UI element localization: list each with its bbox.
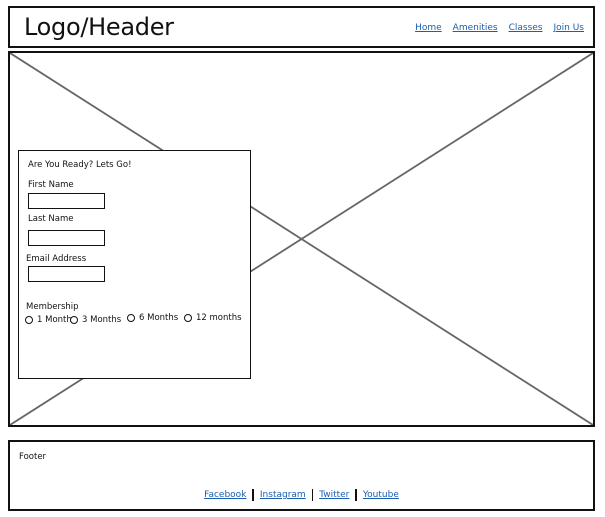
link-divider [355,489,357,501]
main-nav: Home Amenities Classes Join Us [415,23,584,33]
email-input[interactable] [28,266,105,282]
membership-options: 1 Month 3 Months 6 Months 12 months [25,313,250,329]
membership-option-12-months[interactable]: 12 months [184,313,242,323]
radio-label: 3 Months [82,315,122,325]
footer: Footer Facebook Instagram Twitter Youtub… [8,440,595,511]
first-name-input[interactable] [28,193,105,209]
link-divider [252,489,254,501]
form-title: Are You Ready? Lets Go! [28,160,132,170]
link-divider [311,489,314,501]
email-label: Email Address [26,254,87,264]
facebook-link[interactable]: Facebook [204,490,247,500]
radio-label: 6 Months [139,313,179,323]
header: Logo/Header Home Amenities Classes Join … [8,6,595,48]
membership-label: Membership [26,302,79,312]
radio-circle-icon [70,316,78,324]
footer-label: Footer [19,452,47,462]
membership-option-1-month[interactable]: 1 Month [25,315,72,325]
logo: Logo/Header [24,13,174,41]
twitter-link[interactable]: Twitter [319,490,350,500]
first-name-label: First Name [28,180,74,190]
social-links: Facebook Instagram Twitter Youtube [10,489,593,501]
signup-form: Are You Ready? Lets Go! First Name Last … [18,150,251,379]
membership-option-3-months[interactable]: 3 Months [70,315,121,325]
radio-label: 1 Month [37,315,72,325]
last-name-input[interactable] [28,230,105,246]
nav-link-join-us[interactable]: Join Us [553,23,584,33]
nav-link-classes[interactable]: Classes [508,23,543,33]
last-name-label: Last Name [28,214,74,224]
nav-link-amenities[interactable]: Amenities [452,23,498,33]
radio-circle-icon [127,314,135,322]
youtube-link[interactable]: Youtube [362,490,399,500]
nav-link-home[interactable]: Home [415,23,442,33]
instagram-link[interactable]: Instagram [259,490,306,500]
radio-circle-icon [25,316,33,324]
radio-label: 12 months [196,313,242,323]
membership-option-6-months[interactable]: 6 Months [127,313,178,323]
radio-circle-icon [184,314,192,322]
